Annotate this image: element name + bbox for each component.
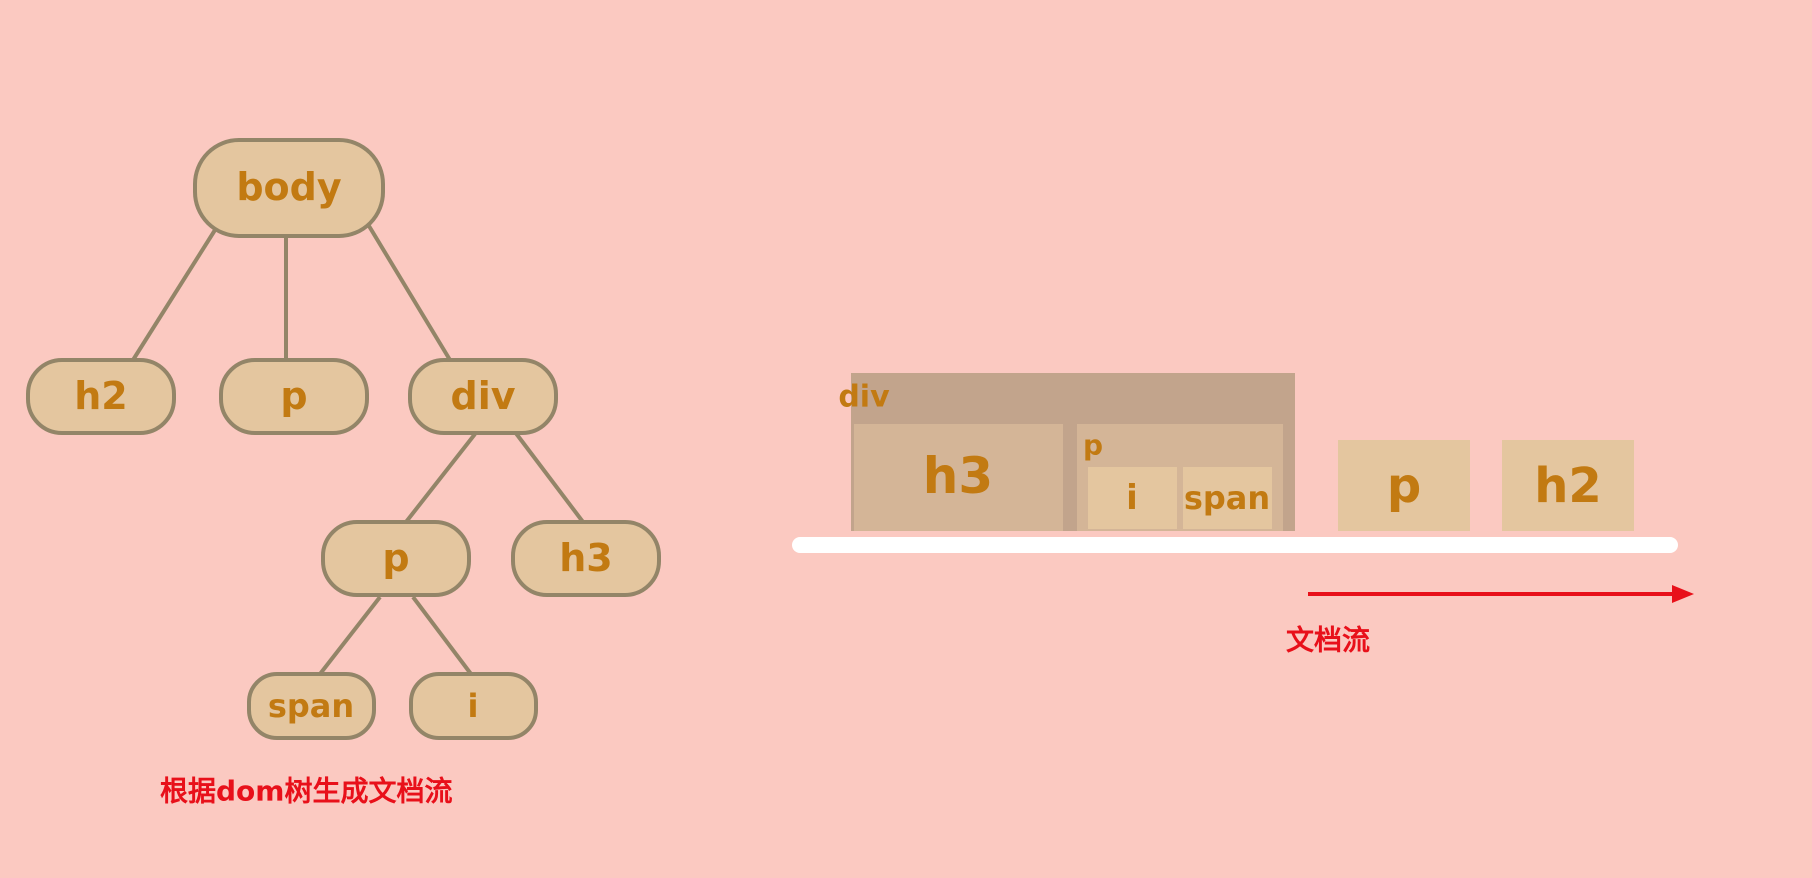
flow-direction-arrow [1308,585,1694,603]
tree-node-div-p: p [321,520,471,597]
edge-p-i [411,595,473,676]
tree-node-span: span [247,672,376,740]
tree-node-span-label: span [268,687,354,725]
flow-p2-label: p [1387,458,1421,514]
tree-connectors [131,224,585,676]
flow-span-block: span [1183,467,1272,529]
tree-node-div: div [408,358,558,435]
flow-h2-block: h2 [1502,440,1634,531]
tree-node-div-p-label: p [382,536,409,580]
flow-h3-label: h3 [923,447,993,505]
tree-node-body-label: body [236,165,342,209]
tree-caption: 根据dom树生成文档流 [160,775,452,808]
flow-div-label: div [838,380,890,415]
tree-node-p-label: p [280,374,307,418]
flow-i-label: i [1126,478,1138,518]
flow-span-label: span [1184,479,1270,517]
tree-node-h3-label: h3 [559,536,613,580]
edge-body-h2 [131,228,217,362]
edge-div-h3 [513,430,585,524]
edge-p-span [318,595,382,676]
edge-body-div [367,224,452,362]
tree-node-div-label: div [451,374,516,418]
flow-i-block: i [1088,467,1177,529]
tree-node-h2: h2 [26,358,176,435]
flow-h2-label: h2 [1534,458,1602,514]
tree-node-body: body [193,138,385,238]
flow-p2-block: p [1338,440,1470,531]
flow-p-label: p [1083,429,1103,462]
tree-node-i-label: i [468,687,479,725]
tree-node-h2-label: h2 [74,374,128,418]
tree-node-h3: h3 [511,520,661,597]
flow-h3-block: h3 [854,424,1063,531]
edge-div-p [404,432,477,524]
tree-node-i: i [409,672,538,740]
tree-node-p: p [219,358,369,435]
flow-caption: 文档流 [1286,624,1370,657]
